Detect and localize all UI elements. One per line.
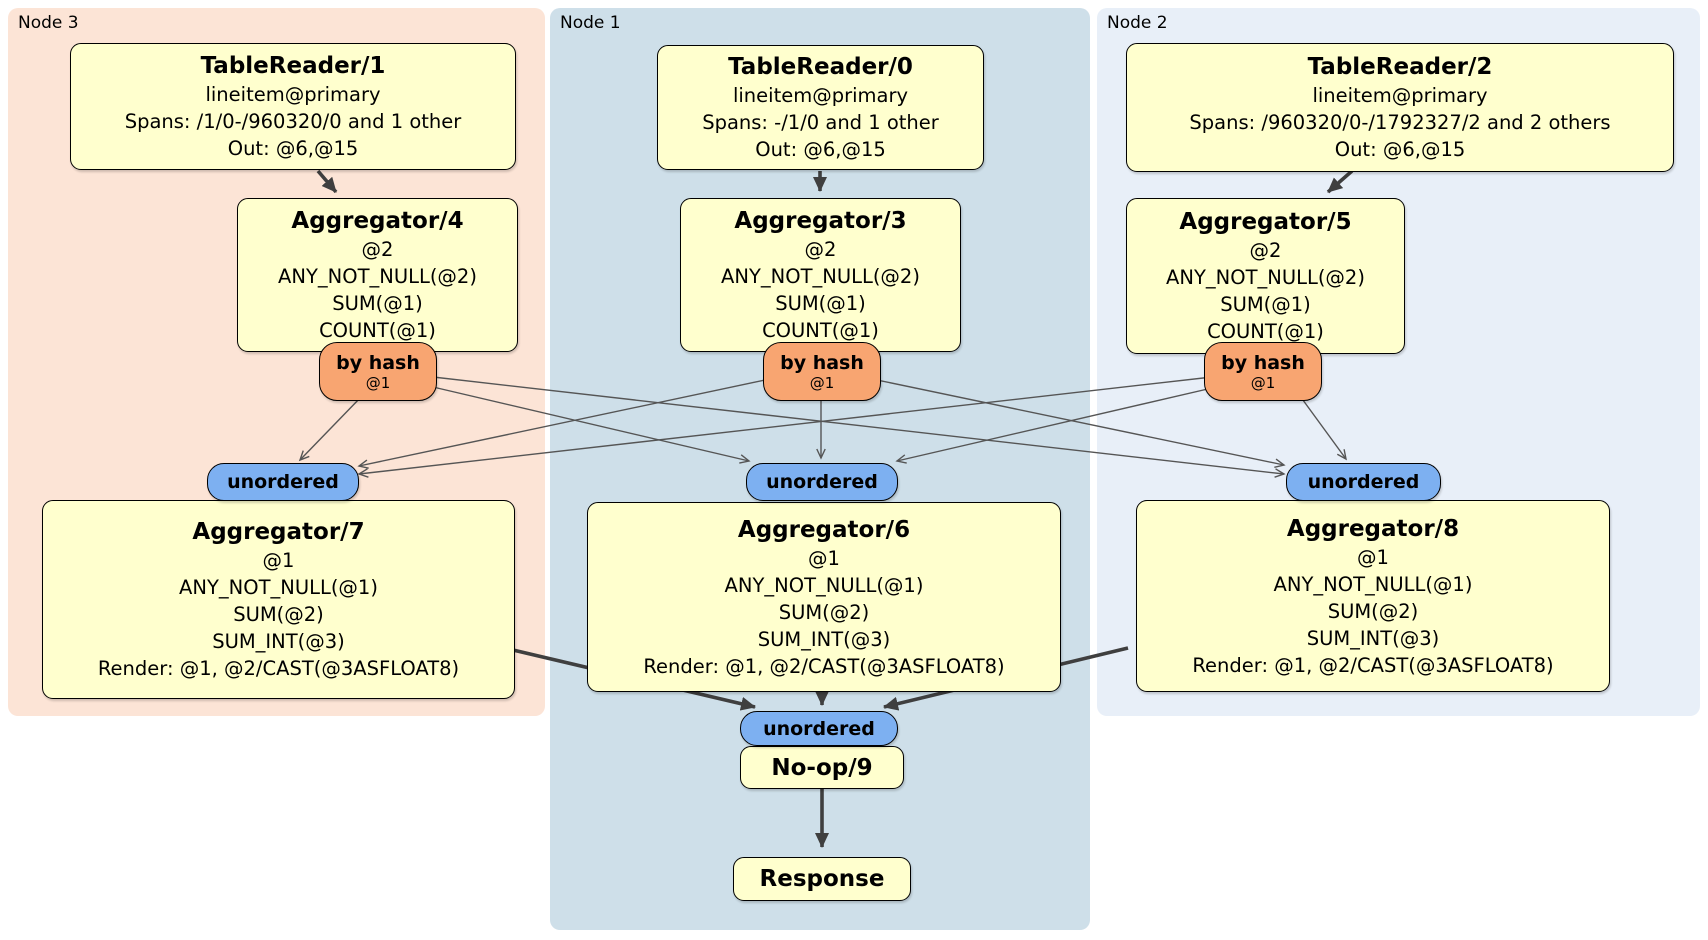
- processor-agg-fn: ANY_NOT_NULL(@1): [179, 576, 378, 599]
- router-label: by hash: [336, 351, 420, 374]
- processor-tablereader-1: TableReader/1 lineitem@primary Spans: /1…: [70, 43, 516, 170]
- processor-agg-fn: COUNT(@1): [1207, 320, 1324, 343]
- processor-agg-fn: ANY_NOT_NULL(@2): [1166, 266, 1365, 289]
- processor-spans: Spans: /960320/0-/1792327/2 and 2 others: [1189, 111, 1611, 134]
- router-label: by hash: [1221, 351, 1305, 374]
- processor-agg-fn: SUM_INT(@3): [212, 630, 345, 653]
- edge-tablereader2-to-aggregator5: [1326, 169, 1354, 194]
- router-detail: @1: [809, 373, 835, 392]
- processor-title: TableReader/0: [728, 54, 913, 80]
- processor-agg-fn: SUM(@1): [1220, 293, 1311, 316]
- processor-title: TableReader/2: [1307, 54, 1493, 80]
- processor-title: Aggregator/6: [737, 516, 911, 543]
- router-label: by hash: [780, 351, 864, 374]
- processor-groupcols: @2: [804, 238, 837, 261]
- stream-unordered-6: unordered: [746, 463, 898, 501]
- processor-title: Aggregator/7: [192, 519, 365, 545]
- edge-hash4-to-unordered7: [298, 395, 363, 462]
- edge-hash4-to-unordered6: [432, 386, 751, 464]
- processor-aggregator-3: Aggregator/3 @2 ANY_NOT_NULL(@2) SUM(@1)…: [680, 198, 961, 352]
- processor-tablereader-0: TableReader/0 lineitem@primary Spans: -/…: [657, 45, 984, 170]
- edge-hash5-to-unordered8: [1299, 395, 1347, 461]
- processor-title: Aggregator/5: [1179, 209, 1352, 235]
- processor-aggregator-4: Aggregator/4 @2 ANY_NOT_NULL(@2) SUM(@1)…: [237, 198, 518, 352]
- processor-out: Out: @6,@15: [227, 137, 359, 160]
- processor-agg-fn: ANY_NOT_NULL(@1): [724, 573, 924, 597]
- processor-title: TableReader/1: [200, 53, 386, 79]
- processor-agg-fn: SUM(@1): [332, 292, 423, 315]
- processor-groupcols: @1: [808, 546, 840, 570]
- processor-title: Response: [759, 866, 885, 892]
- stream-unordered-final: unordered: [740, 711, 898, 746]
- edge-hash4-to-unordered8: [432, 376, 1286, 478]
- processor-index: lineitem@primary: [732, 84, 909, 107]
- stream-label: unordered: [766, 471, 878, 493]
- processor-agg-fn: ANY_NOT_NULL(@2): [278, 265, 477, 288]
- processor-groupcols: @2: [361, 238, 394, 261]
- processor-agg-fn: SUM(@2): [233, 603, 324, 626]
- processor-title: Aggregator/3: [734, 208, 907, 234]
- router-by-hash-4: by hash @1: [319, 342, 437, 401]
- processor-agg-fn: SUM_INT(@3): [757, 627, 891, 651]
- region-node-2-label: Node 2: [1107, 13, 1168, 33]
- processor-agg-fn: COUNT(@1): [319, 319, 436, 342]
- processor-aggregator-7: Aggregator/7 @1 ANY_NOT_NULL(@1) SUM(@2)…: [42, 500, 515, 699]
- edge-hash3-to-unordered8: [876, 379, 1286, 468]
- edge-hash5-to-unordered7: [357, 376, 1213, 478]
- processor-groupcols: @1: [1357, 545, 1389, 569]
- processor-out: Out: @6,@15: [1334, 138, 1466, 161]
- processor-render: Render: @1, @2/CAST(@3ASFLOAT8): [1192, 653, 1554, 677]
- processor-spans: Spans: /1/0-/960320/0 and 1 other: [124, 110, 462, 133]
- processor-aggregator-5: Aggregator/5 @2 ANY_NOT_NULL(@2) SUM(@1)…: [1126, 198, 1405, 354]
- processor-agg-fn: SUM(@2): [1327, 599, 1419, 623]
- router-by-hash-5: by hash @1: [1204, 342, 1322, 401]
- processor-agg-fn: ANY_NOT_NULL(@2): [721, 265, 920, 288]
- processor-agg-fn: SUM(@2): [778, 600, 870, 624]
- router-by-hash-3: by hash @1: [763, 342, 881, 401]
- region-node-1-label: Node 1: [560, 13, 621, 33]
- processor-out: Out: @6,@15: [755, 138, 886, 161]
- processor-agg-fn: SUM_INT(@3): [1306, 626, 1440, 650]
- processor-groupcols: @1: [262, 549, 295, 572]
- processor-render: Render: @1, @2/CAST(@3ASFLOAT8): [643, 654, 1005, 678]
- processor-noop-9: No-op/9: [740, 746, 904, 789]
- processor-agg-fn: ANY_NOT_NULL(@1): [1273, 572, 1473, 596]
- processor-tablereader-2: TableReader/2 lineitem@primary Spans: /9…: [1126, 43, 1674, 172]
- region-node-3-label: Node 3: [18, 13, 79, 33]
- processor-agg-fn: COUNT(@1): [762, 319, 879, 342]
- processor-title: Aggregator/4: [291, 208, 464, 234]
- edge-hash3-to-unordered7: [357, 379, 766, 469]
- processor-aggregator-8: Aggregator/8 @1 ANY_NOT_NULL(@1) SUM(@2)…: [1136, 500, 1610, 692]
- processor-index: lineitem@primary: [205, 83, 381, 106]
- stream-unordered-8: unordered: [1286, 463, 1441, 501]
- router-detail: @1: [365, 373, 391, 392]
- stream-label: unordered: [763, 717, 875, 740]
- processor-title: Aggregator/8: [1286, 515, 1460, 542]
- router-detail: @1: [1250, 373, 1276, 392]
- edge-tablereader1-to-aggregator4: [316, 169, 338, 194]
- processor-index: lineitem@primary: [1312, 84, 1488, 107]
- stream-label: unordered: [1307, 471, 1420, 493]
- processor-spans: Spans: -/1/0 and 1 other: [702, 111, 939, 134]
- processor-groupcols: @2: [1249, 239, 1282, 262]
- processor-agg-fn: SUM(@1): [775, 292, 866, 315]
- edge-hash5-to-unordered6: [895, 387, 1213, 464]
- processor-title: No-op/9: [771, 754, 873, 781]
- response-node: Response: [733, 857, 911, 901]
- stream-unordered-7: unordered: [207, 463, 359, 501]
- stream-label: unordered: [227, 471, 339, 493]
- processor-aggregator-6: Aggregator/6 @1 ANY_NOT_NULL(@1) SUM(@2)…: [587, 502, 1061, 692]
- processor-render: Render: @1, @2/CAST(@3ASFLOAT8): [97, 657, 460, 680]
